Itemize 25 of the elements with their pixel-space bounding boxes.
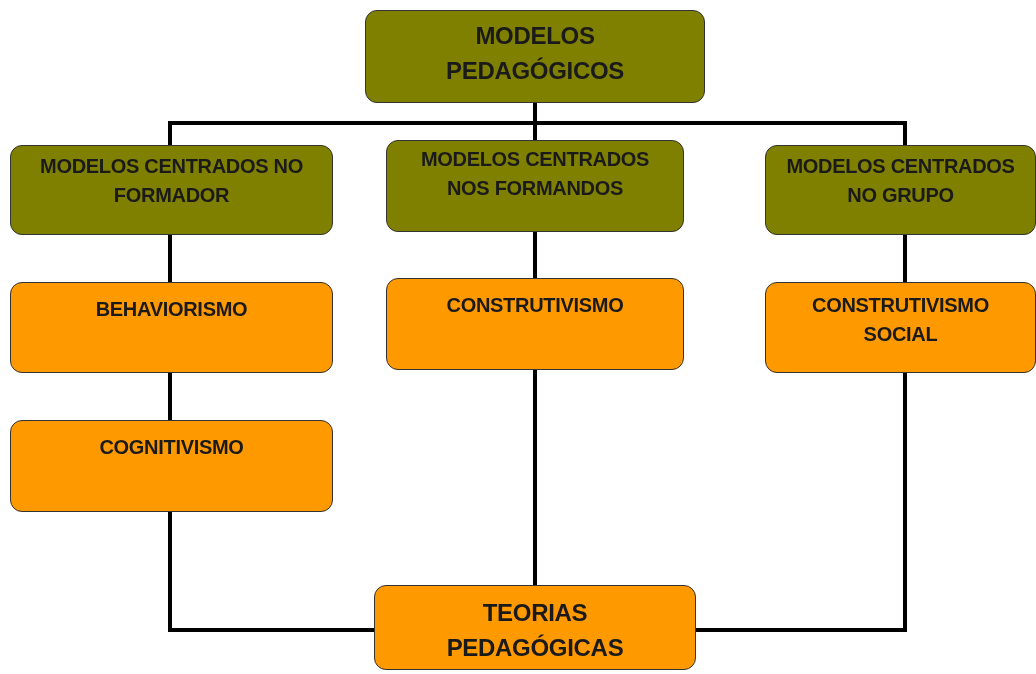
connector-line (168, 512, 374, 632)
box-label: MODELOS PEDAGÓGICOS (444, 21, 626, 86)
theory-box (765, 282, 1036, 373)
model-box (765, 145, 1036, 235)
box-label: CONSTRUTIVISMO SOCIAL (811, 293, 990, 347)
box-label: TEORIAS PEDAGÓGICAS (445, 598, 625, 663)
model-box (386, 140, 684, 232)
connector-line (903, 235, 907, 282)
theory-box (386, 278, 684, 370)
box-label: CONSTRUTIVISMO (446, 293, 624, 318)
connector-line (168, 373, 172, 420)
box-label: COGNITIVISMO (99, 435, 244, 460)
box-label: MODELOS CENTRADOS NOS FORMANDOS (419, 147, 651, 201)
connector-line (168, 235, 172, 282)
theory-box (10, 420, 333, 512)
theory-box (10, 282, 333, 373)
box-label: MODELOS CENTRADOS NO FORMADOR (39, 154, 304, 208)
box-label: BEHAVIORISMO (95, 297, 248, 322)
connector-line (533, 232, 537, 278)
model-box (365, 10, 705, 103)
theory-box (374, 585, 696, 670)
connector-line (696, 373, 907, 632)
box-label: MODELOS CENTRADOS NO GRUPO (785, 154, 1016, 208)
connector-line (533, 370, 537, 585)
model-box (10, 145, 333, 235)
